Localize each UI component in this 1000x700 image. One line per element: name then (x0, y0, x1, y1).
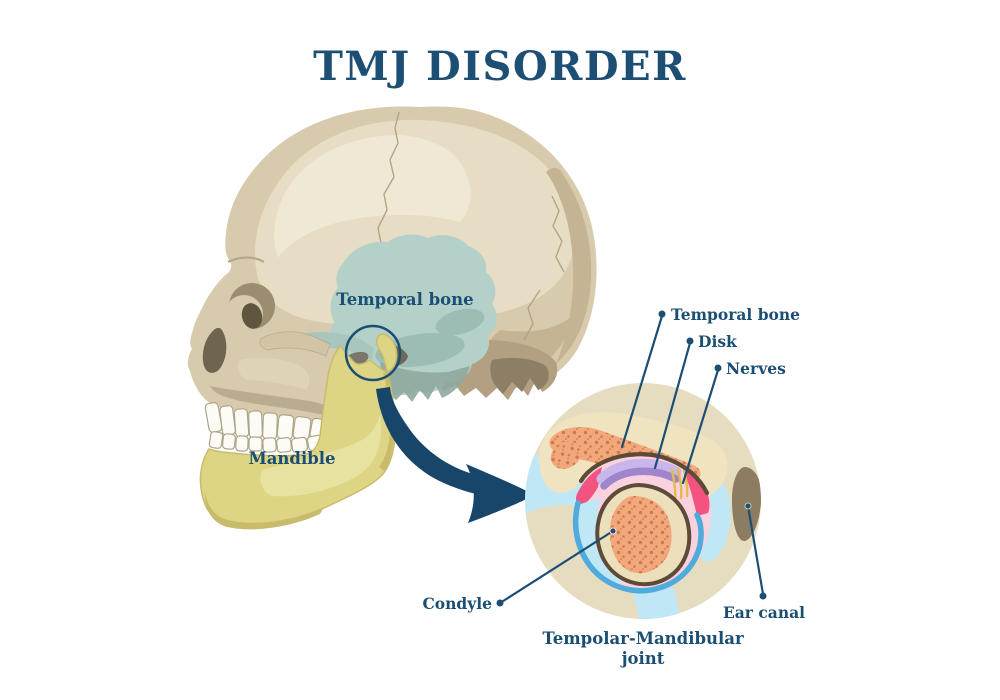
diagram-title: TMJ DISORDER (313, 43, 687, 90)
zoom-arrow-head (466, 464, 534, 523)
label-inset-ear-canal: Ear canal (723, 603, 805, 622)
maxilla-shade (210, 386, 344, 420)
leader-lines (496, 310, 767, 607)
articular-disk (596, 458, 682, 490)
inset-caption-line2: joint (620, 649, 665, 668)
label-inset-disk: Disk (698, 332, 737, 351)
condyle-bone (595, 482, 692, 587)
label-inset-condyle: Condyle (422, 594, 492, 613)
tmj-inset (525, 383, 761, 619)
mandible-bottom-shade (204, 492, 324, 530)
maxilla-light-patch (238, 358, 310, 390)
upper-teeth (204, 402, 329, 441)
label-skull-temporal-bone: Temporal bone (336, 290, 473, 309)
leader-ear-canal (744, 502, 767, 600)
cranium-back-shade (546, 167, 592, 364)
mandible-highlight (260, 414, 382, 497)
mastoid-region-dark (490, 358, 549, 394)
leader-temporal-bone (620, 310, 666, 449)
leader-condyle (496, 527, 617, 607)
skull-illustration (187, 106, 597, 530)
leader-nerves (681, 364, 722, 485)
articular-fossa-edge (578, 452, 710, 496)
cranium-lighter-shade (274, 135, 471, 258)
label-inset-nerves: Nerves (726, 359, 786, 378)
label-skull-mandible: Mandible (248, 449, 335, 468)
joint-capsule (572, 500, 704, 594)
zoom-arrow (376, 387, 534, 523)
label-inset-temporal-bone: Temporal bone (671, 305, 800, 324)
tmj-circle-marker (344, 324, 402, 382)
soft-tissue-hot-pink-left (575, 467, 602, 507)
nasal-aperture (202, 327, 227, 373)
lower-teeth (208, 431, 325, 454)
inset-caption-line1: Tempolar-Mandibular (542, 629, 744, 648)
eye-socket (225, 256, 275, 333)
leader-disk (653, 337, 694, 470)
soft-tissue-hot-pink-right (684, 469, 710, 516)
nerve-fibers (670, 467, 689, 501)
zygomatic-bone (259, 331, 331, 357)
